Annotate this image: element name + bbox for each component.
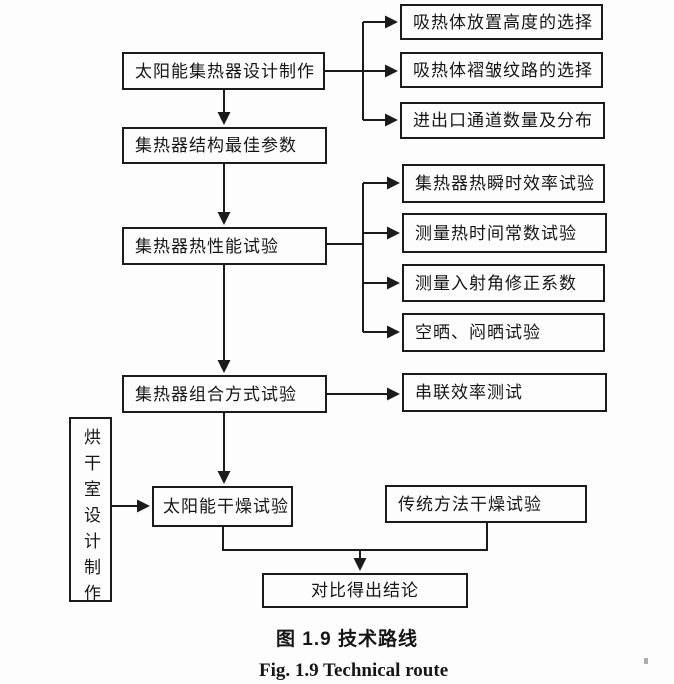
node-solar-drying: 太阳能干燥试验: [152, 486, 293, 527]
node-absorber-pleat: 吸热体褶皱纹路的选择: [400, 52, 603, 88]
figure-caption-en: Fig. 1.9 Technical route: [259, 660, 449, 681]
node-series-efficiency: 串联效率测试: [402, 373, 607, 412]
node-time-constant: 测量热时间常数试验: [402, 213, 607, 253]
node-traditional-drying: 传统方法干燥试验: [385, 485, 587, 523]
figure-caption-zh: 图 1.9 技术路线: [276, 629, 418, 650]
node-drying-room-design: 烘干室设计制作: [69, 417, 112, 610]
node-conclusion: 对比得出结论: [262, 573, 468, 608]
node-thermal-test: 集热器热性能试验: [122, 227, 327, 265]
node-optimal-params: 集热器结构最佳参数: [122, 127, 327, 164]
node-inlet-outlet: 进出口通道数量及分布: [400, 102, 605, 139]
node-exposure-test: 空晒、闷晒试验: [402, 313, 605, 352]
node-incidence-angle: 测量入射角修正系数: [402, 264, 605, 302]
scan-speck: [644, 658, 648, 664]
node-combination-test: 集热器组合方式试验: [122, 375, 327, 413]
node-collector-design: 太阳能集热器设计制作: [122, 52, 325, 90]
node-instant-efficiency: 集热器热瞬时效率试验: [402, 164, 605, 203]
node-absorber-height: 吸热体放置高度的选择: [400, 4, 603, 40]
